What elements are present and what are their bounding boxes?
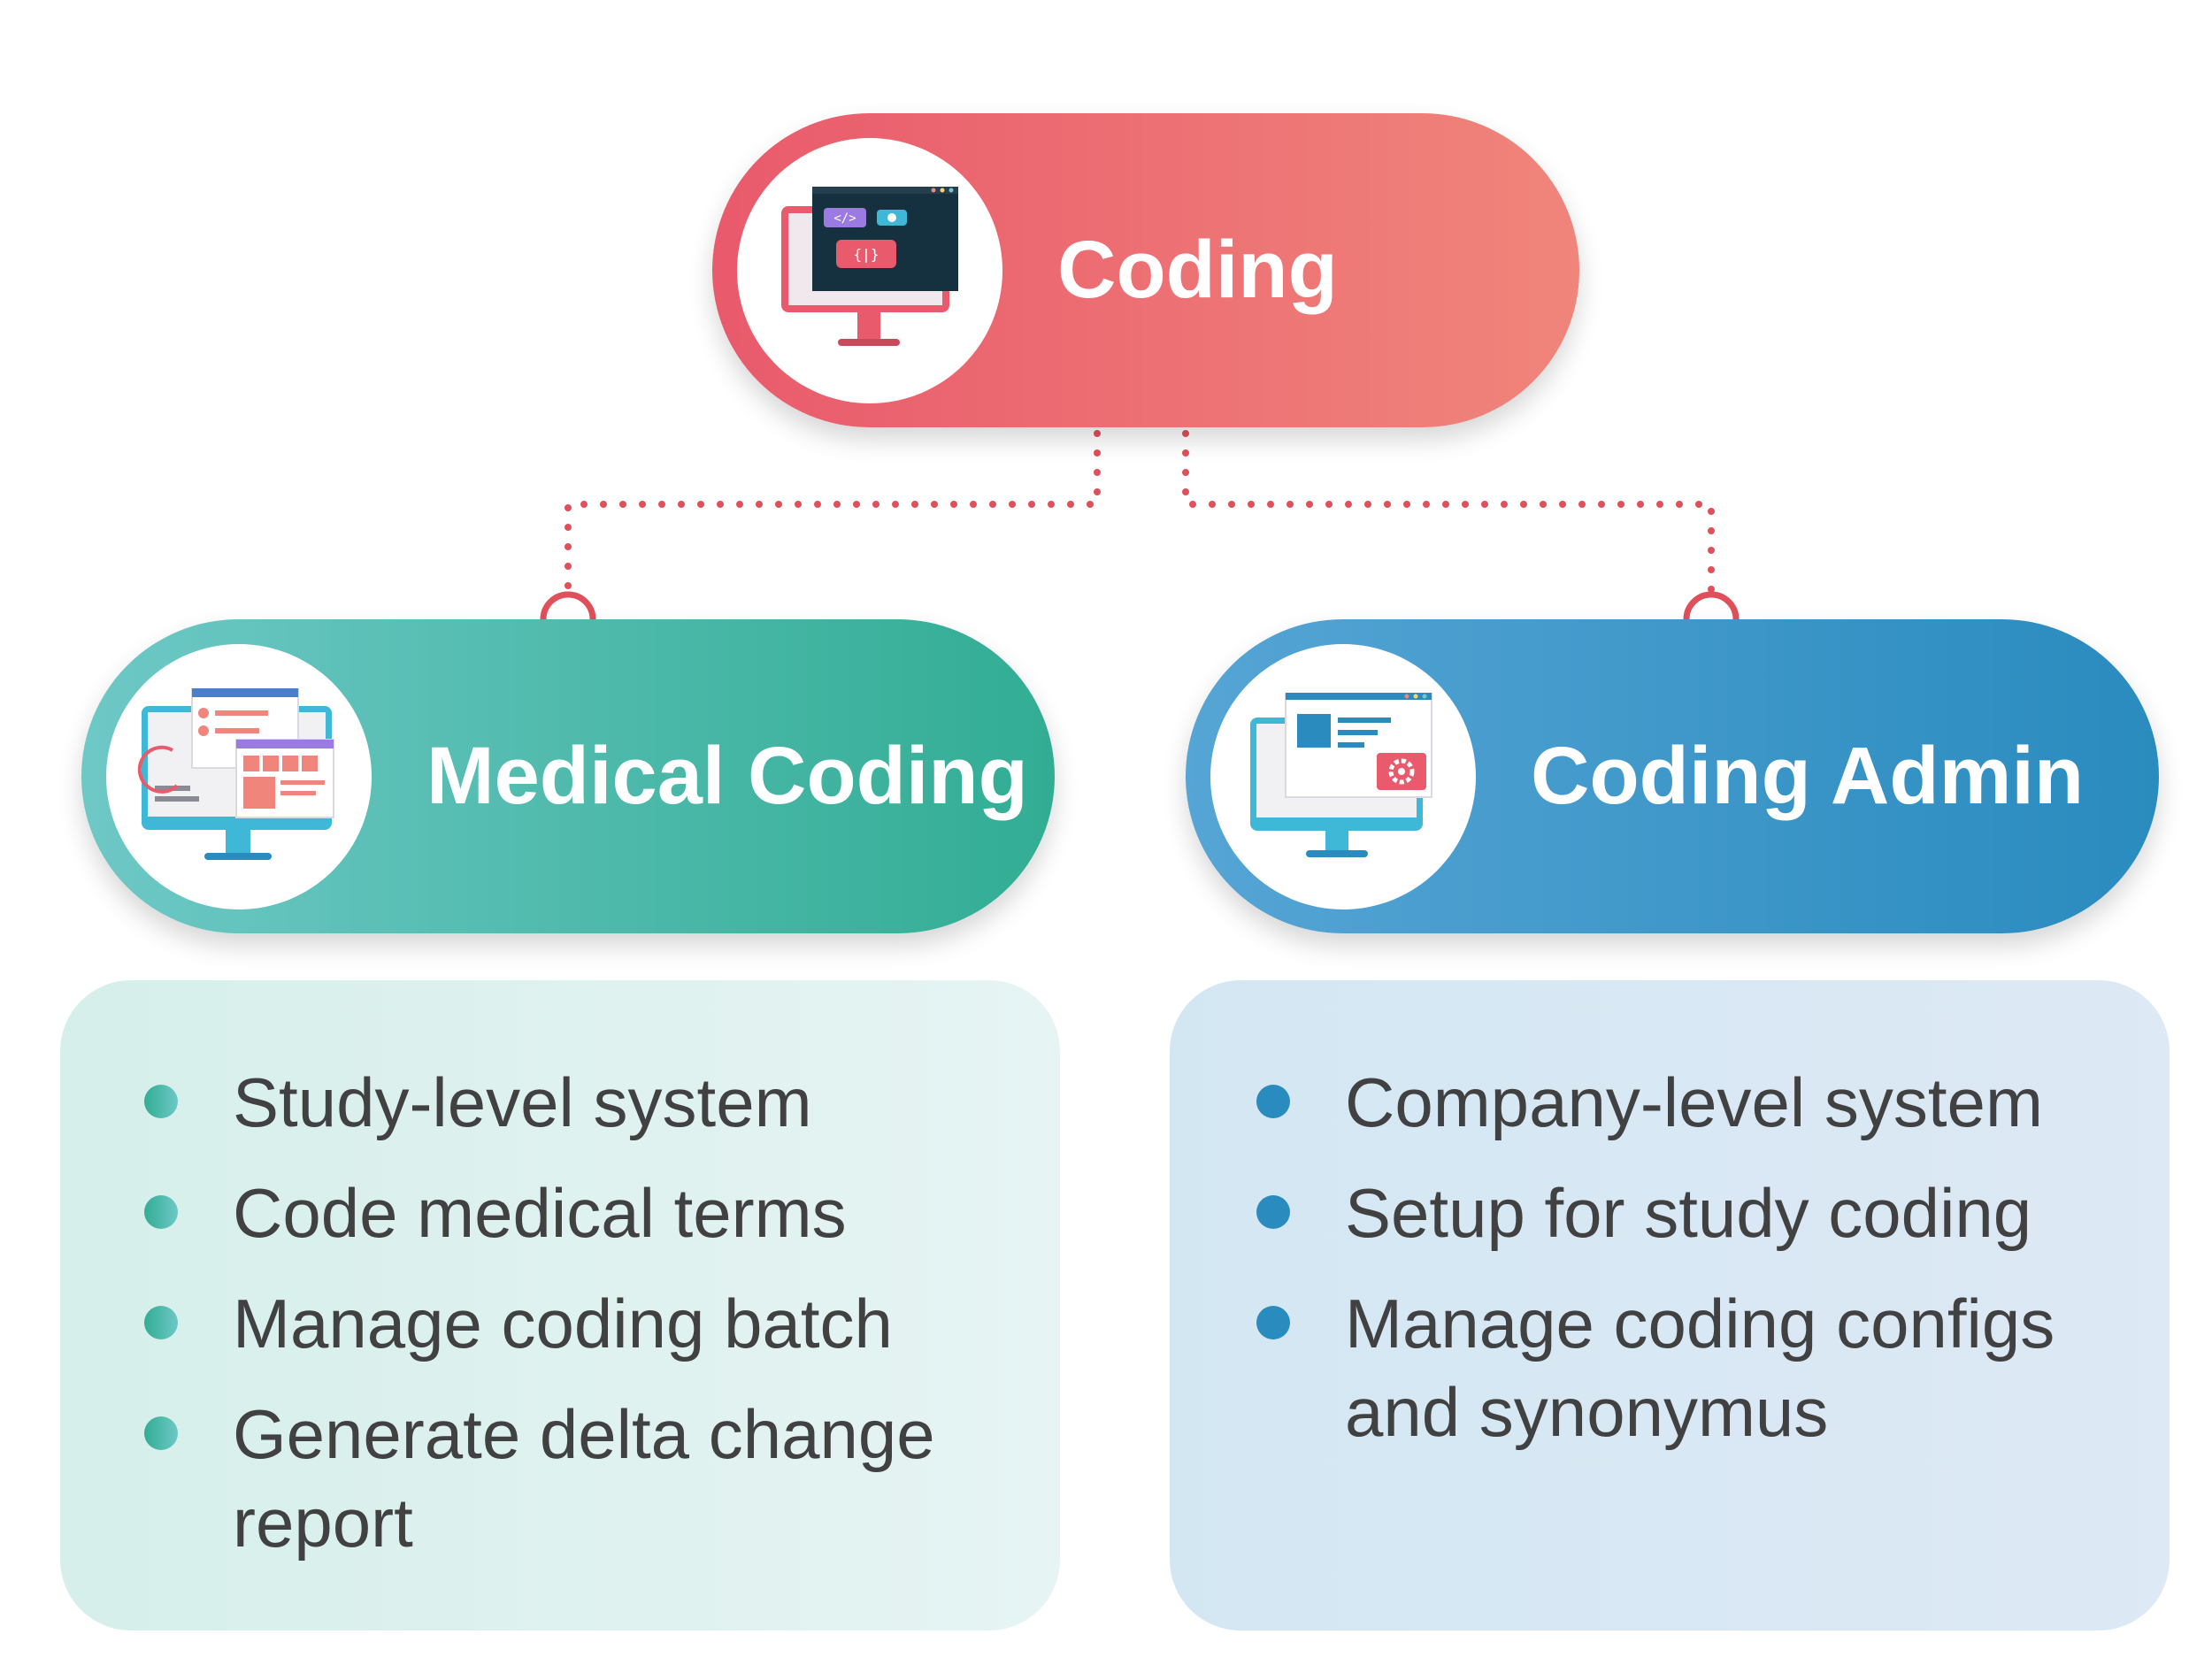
svg-text:</>: </> bbox=[833, 211, 856, 226]
medical-coding-list: Study-level system Code medical terms Ma… bbox=[144, 1058, 1029, 1589]
coding-admin-title: Coding Admin bbox=[1531, 731, 2085, 821]
list-item: Generate delta change report bbox=[144, 1390, 1029, 1567]
bullet-dot bbox=[144, 1306, 178, 1339]
list-item: Company-level system bbox=[1256, 1058, 2141, 1147]
bullet-dot bbox=[144, 1416, 178, 1450]
code-monitor-icon: </> {|} bbox=[737, 138, 1002, 403]
settings-monitor-icon bbox=[1210, 644, 1476, 909]
root-node: </> {|} Coding bbox=[712, 113, 1579, 427]
medical-dashboard-monitor-icon bbox=[106, 644, 372, 909]
svg-text:{|}: {|} bbox=[854, 246, 879, 263]
list-item: Code medical terms bbox=[144, 1169, 1029, 1257]
bullet-dot bbox=[144, 1195, 178, 1229]
coding-admin-card: Company-level system Setup for study cod… bbox=[1170, 980, 2170, 1631]
bullet-dot bbox=[144, 1085, 178, 1118]
list-item: Study-level system bbox=[144, 1058, 1029, 1147]
list-item: Manage coding configs and synonymus bbox=[1256, 1279, 2141, 1456]
bullet-dot bbox=[1256, 1306, 1290, 1339]
medical-coding-card: Study-level system Code medical terms Ma… bbox=[60, 980, 1060, 1631]
bullet-dot bbox=[1256, 1195, 1290, 1229]
coding-admin-list: Company-level system Setup for study cod… bbox=[1256, 1058, 2141, 1478]
list-item: Setup for study coding bbox=[1256, 1169, 2141, 1257]
coding-admin-node: Coding Admin bbox=[1186, 619, 2159, 933]
medical-coding-node: Medical Coding bbox=[81, 619, 1055, 933]
bullet-dot bbox=[1256, 1085, 1290, 1118]
root-title: Coding bbox=[1057, 225, 1338, 315]
list-item: Manage coding batch bbox=[144, 1279, 1029, 1368]
medical-coding-title: Medical Coding bbox=[426, 731, 1028, 821]
